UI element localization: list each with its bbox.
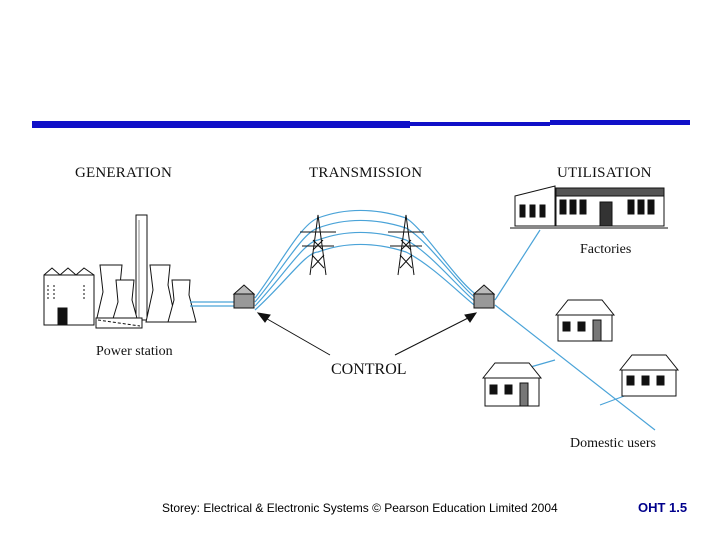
footer-credit: Storey: Electrical & Electronic Systems … xyxy=(162,501,558,515)
transmission-heading: TRANSMISSION xyxy=(309,165,422,181)
house-middle xyxy=(618,354,680,397)
factory-illustration xyxy=(510,185,668,229)
control-arrows xyxy=(256,312,478,356)
substation-right xyxy=(472,284,496,309)
power-station-label: Power station xyxy=(96,344,173,359)
control-label: CONTROL xyxy=(331,361,407,378)
generation-heading: GENERATION xyxy=(75,165,172,181)
slide-number: OHT 1.5 xyxy=(638,500,688,515)
pylon-left xyxy=(300,214,336,276)
house-top xyxy=(554,299,616,342)
utilisation-heading: UTILISATION xyxy=(557,165,652,181)
pylon-right xyxy=(388,214,424,276)
substation-left xyxy=(232,284,256,309)
power-station-illustration xyxy=(43,214,197,329)
factories-label: Factories xyxy=(580,242,631,257)
domestic-users-label: Domestic users xyxy=(570,436,656,451)
house-bottom xyxy=(481,362,543,407)
title-bar xyxy=(32,120,690,128)
